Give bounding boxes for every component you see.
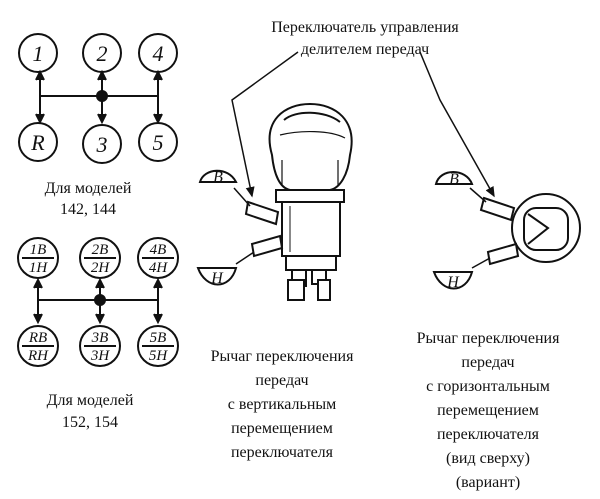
gear-4h-label: 4H bbox=[149, 260, 169, 276]
vertical-lever-caption-line5: переключателя bbox=[231, 444, 334, 461]
gear-1-circle bbox=[18, 33, 58, 73]
gear-2b-label: 2B bbox=[92, 242, 109, 258]
horizontal-lever-b-label: B bbox=[449, 171, 459, 188]
gear-4-circle bbox=[138, 33, 178, 73]
gear-rb-label: RB bbox=[28, 330, 47, 346]
horizontal-lever-caption-line5: переключателя bbox=[437, 426, 540, 443]
horizontal-lever-caption-line3: с горизонтальным bbox=[426, 378, 550, 395]
gear-1b-1h-circle bbox=[17, 237, 59, 279]
horizontal-lever-drawing bbox=[419, 51, 581, 290]
gear-r-circle bbox=[18, 122, 58, 162]
gear-1h-label: 1H bbox=[29, 260, 49, 276]
horizontal-lever-caption-line1: Рычаг переключения bbox=[417, 330, 561, 347]
vertical-lever-caption-line4: перемещением bbox=[231, 420, 333, 437]
gear-1b-label: 1B bbox=[30, 242, 47, 258]
shift-pattern-152-154 bbox=[17, 237, 179, 367]
vertical-lever-b-label: B bbox=[213, 169, 223, 186]
vertical-lever-caption-line3: с вертикальным bbox=[228, 396, 337, 413]
vertical-lever-caption-line2: передач bbox=[255, 372, 308, 389]
gear-3-circle bbox=[82, 124, 122, 164]
pattern-b-caption-line1: Для моделей bbox=[47, 392, 134, 409]
horizontal-lever-caption-line7: (вариант) bbox=[456, 474, 520, 491]
gear-5b-label: 5B bbox=[150, 330, 167, 346]
shift-pattern-142-144 bbox=[18, 33, 178, 164]
header-title-line1: Переключатель управления bbox=[271, 19, 459, 36]
gear-4b-4h-circle bbox=[137, 237, 179, 279]
pattern-a-caption-line1: Для моделей bbox=[45, 180, 132, 197]
gear-4b-label: 4B bbox=[150, 242, 167, 258]
gear-5h-label: 5H bbox=[149, 348, 169, 364]
gear-1-label: 1 bbox=[33, 41, 44, 66]
pattern-a-caption-line2: 142, 144 bbox=[60, 201, 116, 218]
horizontal-lever-caption-line4: перемещением bbox=[437, 402, 539, 419]
gear-3-label: 3 bbox=[96, 132, 108, 157]
horizontal-lever-caption-line2: передач bbox=[461, 354, 514, 371]
gear-4-label: 4 bbox=[153, 41, 164, 66]
gear-5b-5h-circle bbox=[137, 325, 179, 367]
gear-5-circle bbox=[138, 122, 178, 162]
gear-3b-3h-circle bbox=[79, 325, 121, 367]
gear-2b-2h-circle bbox=[79, 237, 121, 279]
gear-2-circle bbox=[82, 33, 122, 73]
gear-rh-label: RH bbox=[27, 348, 49, 364]
gear-rb-rh-circle bbox=[17, 325, 59, 367]
gear-2h-label: 2H bbox=[91, 260, 111, 276]
gear-3h-label: 3H bbox=[90, 348, 111, 364]
pattern-b-caption-line2: 152, 154 bbox=[62, 414, 118, 431]
gear-2-label: 2 bbox=[97, 41, 108, 66]
gear-r-label: R bbox=[30, 130, 45, 155]
horizontal-lever-h-label: H bbox=[446, 274, 460, 291]
gear-3b-label: 3B bbox=[91, 330, 109, 346]
gear-5-label: 5 bbox=[153, 130, 164, 155]
vertical-lever-caption-line1: Рычаг переключения bbox=[211, 348, 355, 365]
vertical-lever-h-label: H bbox=[210, 270, 224, 287]
horizontal-lever-caption-line6: (вид сверху) bbox=[446, 450, 530, 467]
header-title-line2: делителем передач bbox=[301, 41, 429, 58]
vertical-lever-drawing bbox=[196, 51, 353, 301]
